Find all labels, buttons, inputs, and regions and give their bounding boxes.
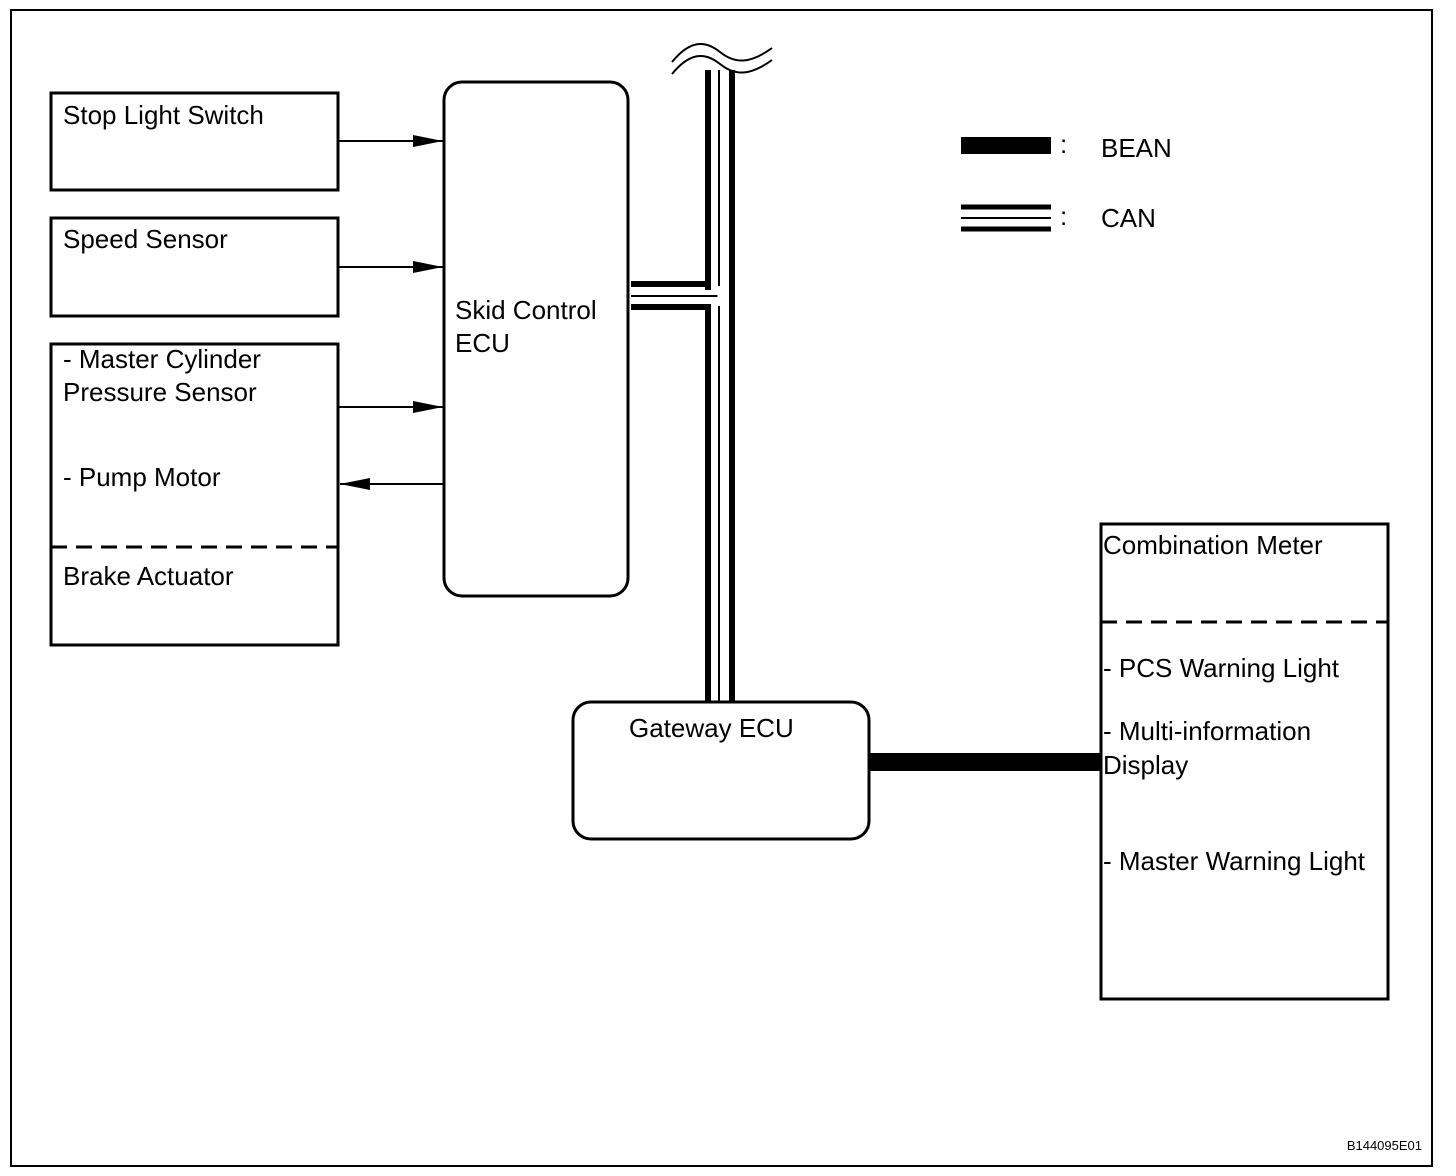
legend-can-swatch: [961, 204, 1051, 232]
legend-bean-swatch: [961, 137, 1051, 154]
skid-ecu-label: ECU: [455, 328, 510, 358]
combination-meter-box: Combination Meter - PCS Warning Light - …: [1099, 522, 1390, 1001]
master-warning-light-label: - Master Warning Light: [1103, 846, 1366, 876]
brake-actuator-box: - Master Cylinder Pressure Sensor - Pump…: [49, 342, 340, 647]
can-bus-vertical: [705, 70, 735, 702]
bus-break-symbol: [671, 43, 773, 75]
skid-control-ecu-box: Skid Control ECU: [442, 80, 630, 598]
gateway-ecu-box: Gateway ECU: [571, 700, 871, 841]
legend-can-colon: :: [1060, 201, 1067, 231]
stop-light-switch-label: Stop Light Switch: [63, 100, 264, 130]
bean-bus-line: [869, 753, 1101, 771]
stop-light-switch-box: Stop Light Switch: [49, 91, 340, 192]
skid-control-label: Skid Control: [455, 295, 597, 325]
can-bus-branch: [631, 281, 721, 310]
speed-sensor-box: Speed Sensor: [49, 216, 340, 318]
legend: : BEAN : CAN: [961, 129, 1172, 233]
legend-bean-colon: :: [1060, 129, 1067, 159]
outer-frame: [10, 9, 1433, 1167]
figure-id: B144095E01: [1347, 1138, 1422, 1153]
gateway-ecu-label: Gateway ECU: [629, 713, 794, 743]
pcs-warning-light-label: - PCS Warning Light: [1103, 653, 1340, 683]
pump-motor-label: - Pump Motor: [63, 462, 221, 492]
pressure-sensor-label: Pressure Sensor: [63, 377, 257, 407]
multi-information-label: - Multi-information: [1103, 716, 1311, 746]
master-cylinder-label: - Master Cylinder: [63, 344, 261, 374]
brake-actuator-label: Brake Actuator: [63, 561, 234, 591]
legend-can-label: CAN: [1101, 203, 1156, 233]
speed-sensor-label: Speed Sensor: [63, 224, 228, 254]
legend-bean-label: BEAN: [1101, 133, 1172, 163]
combination-meter-label: Combination Meter: [1103, 530, 1323, 560]
display-label: Display: [1103, 750, 1188, 780]
